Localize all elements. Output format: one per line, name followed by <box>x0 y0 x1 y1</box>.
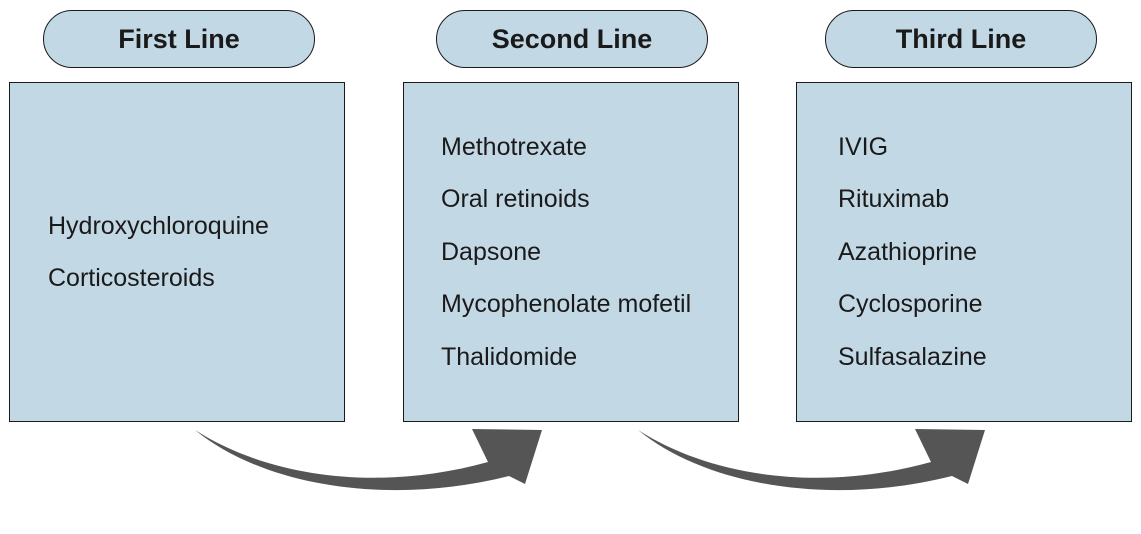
treatment-list: Hydroxychloroquine Corticosteroids <box>48 200 344 305</box>
treatment-item: Methotrexate <box>441 132 587 161</box>
treatment-item: Oral retinoids <box>441 185 590 214</box>
stage-header-first-line: First Line <box>43 10 315 68</box>
treatment-item: Thalidomide <box>441 342 578 371</box>
treatment-item: Azathioprine <box>838 237 977 266</box>
stage-box-third-line: IVIG Rituximab Azathioprine Cyclosporine… <box>796 82 1132 422</box>
curved-arrow-icon <box>195 429 542 491</box>
stage-box-second-line: Methotrexate Oral retinoids Dapsone Myco… <box>403 82 739 422</box>
treatment-item: Dapsone <box>441 237 542 266</box>
treatment-item: Hydroxychloroquine <box>48 211 269 240</box>
stage-header-second-line: Second Line <box>436 10 708 68</box>
stage-title: First Line <box>118 23 240 54</box>
treatment-list: Methotrexate Oral retinoids Dapsone Myco… <box>441 121 738 384</box>
stage-title: Second Line <box>491 23 653 54</box>
treatment-item: Cyclosporine <box>838 290 983 319</box>
treatment-item: IVIG <box>838 132 889 161</box>
treatment-item: Sulfasalazine <box>838 342 987 371</box>
treatment-item: Corticosteroids <box>48 264 215 292</box>
stage-box-first-line: Hydroxychloroquine Corticosteroids <box>9 82 345 422</box>
treatment-item: Rituximab <box>838 185 950 214</box>
treatment-list: IVIG Rituximab Azathioprine Cyclosporine… <box>838 121 1131 384</box>
stage-title: Third Line <box>895 23 1027 54</box>
curved-arrow-icon <box>638 429 985 491</box>
treatment-item: Mycophenolate mofetil <box>441 290 692 319</box>
stage-header-third-line: Third Line <box>825 10 1097 68</box>
